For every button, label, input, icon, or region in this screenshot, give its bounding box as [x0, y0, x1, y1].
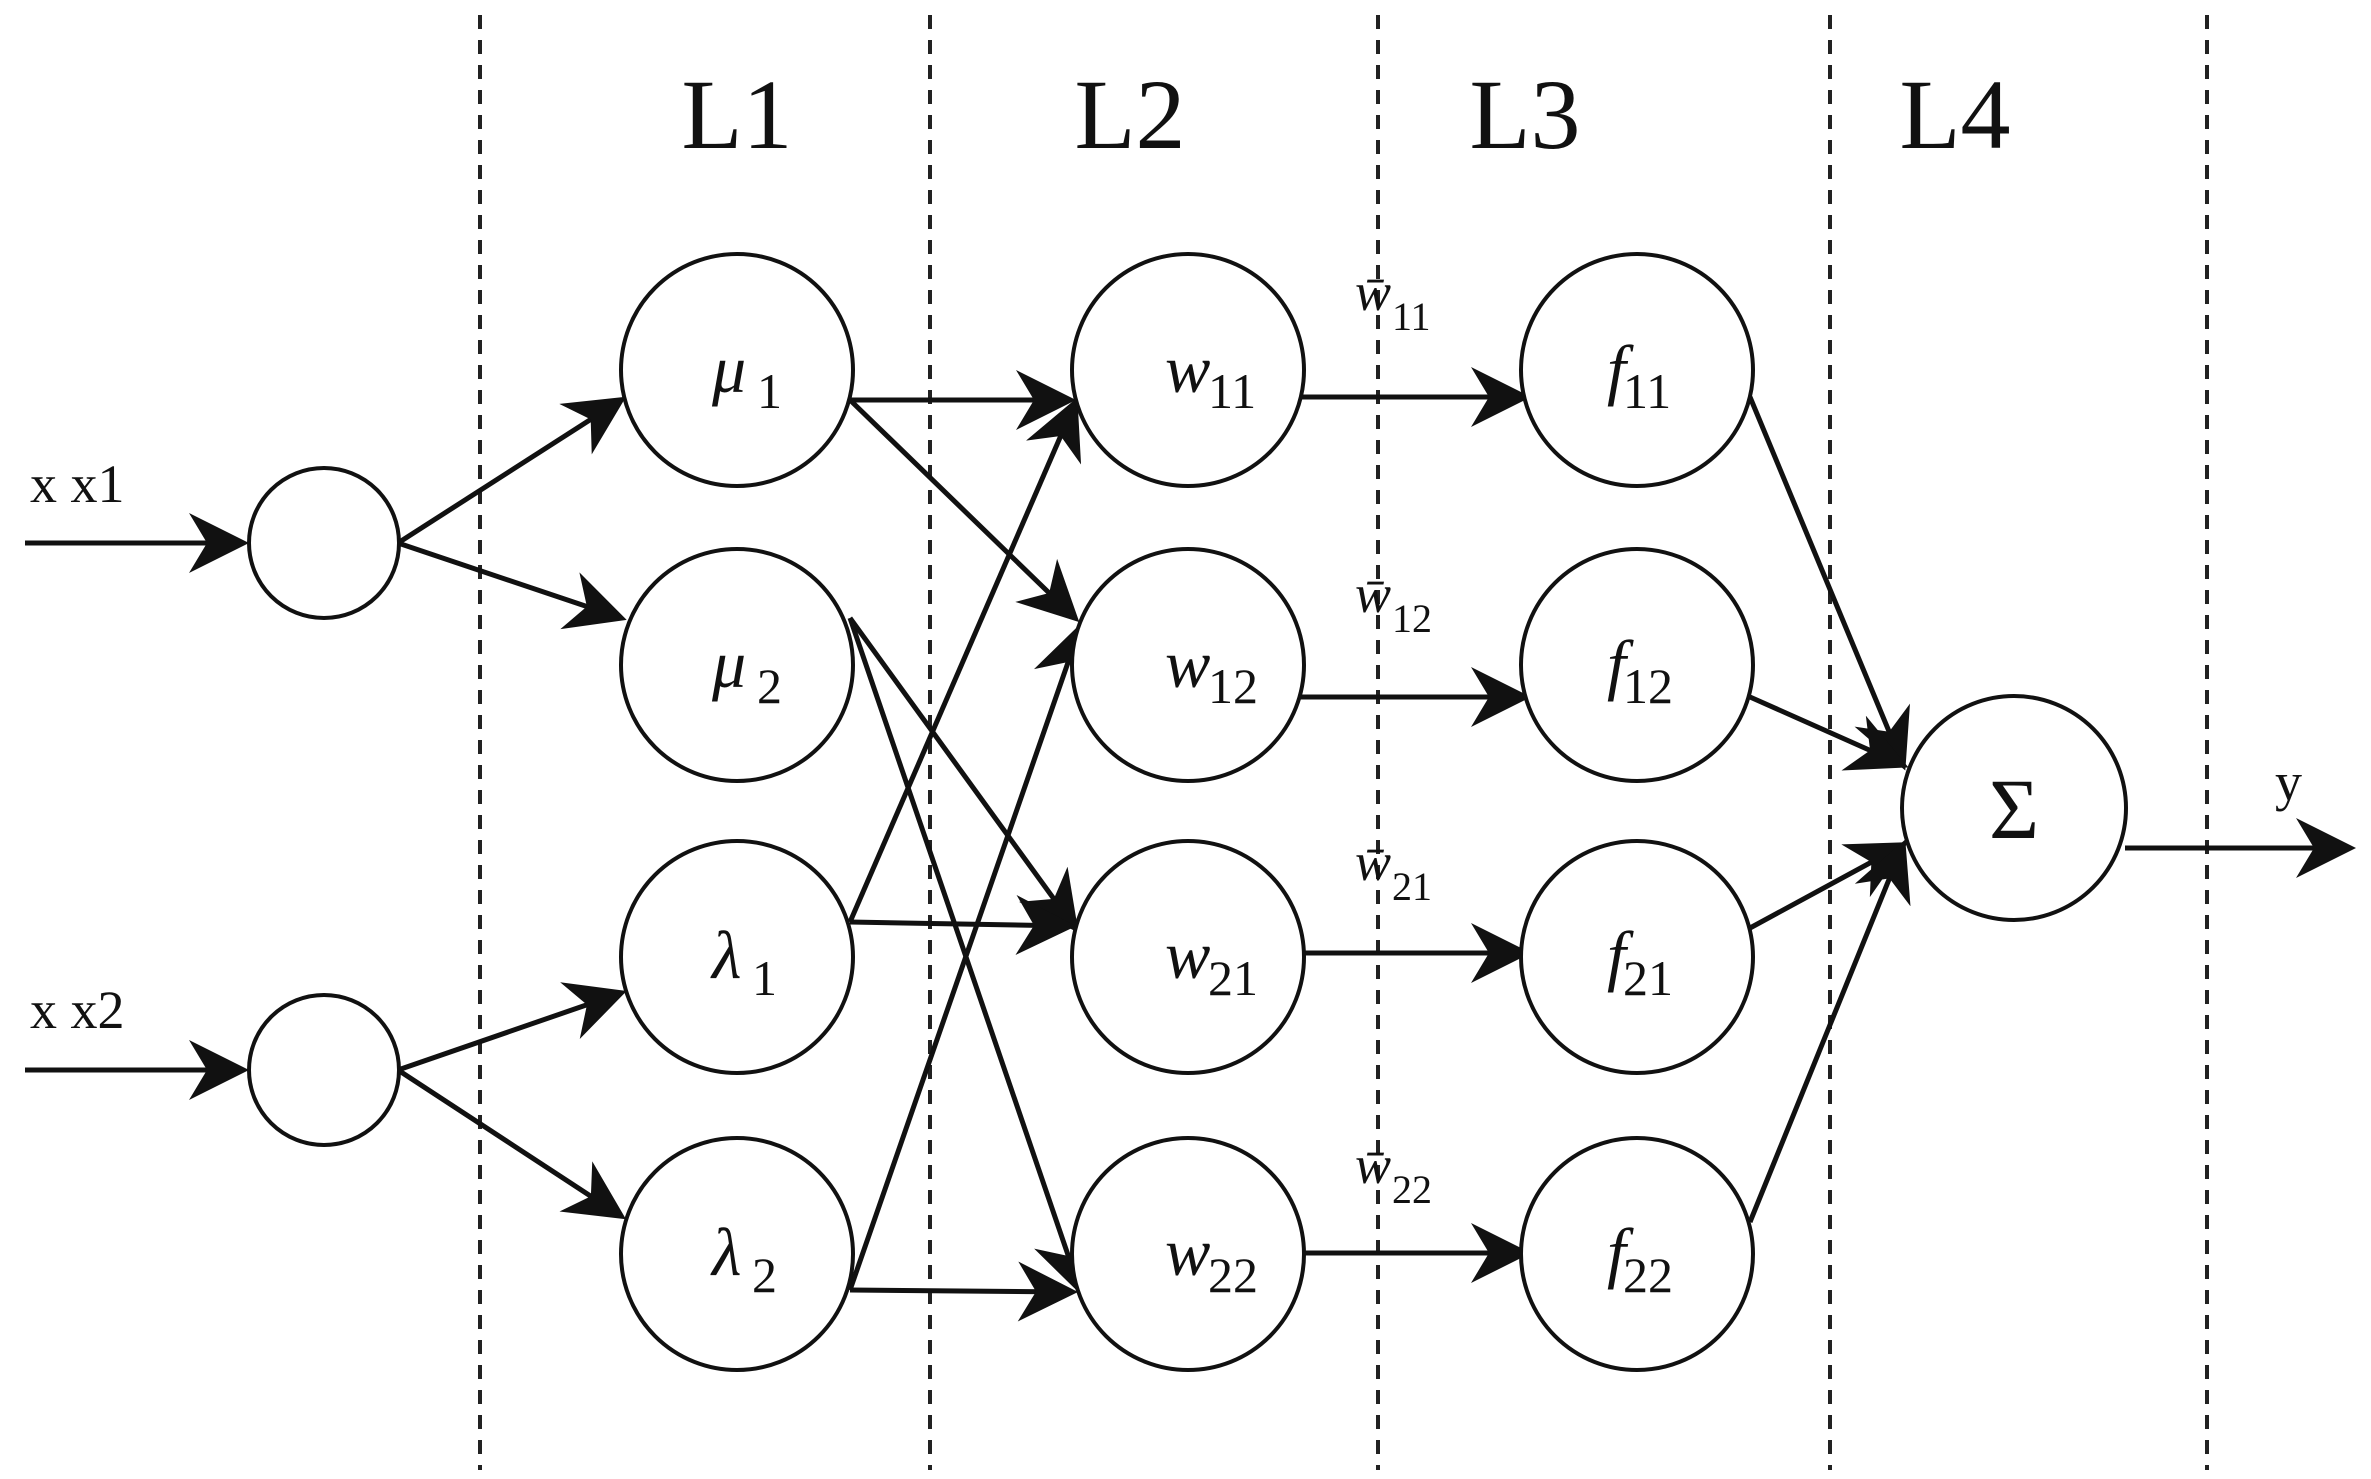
membership-node-lambda2: λ 2: [619, 1136, 855, 1372]
normalized-weight-12: w̄ 12: [1355, 564, 1432, 641]
svg-text:w: w: [1165, 917, 1210, 993]
function-node-f11: f 11: [1519, 252, 1755, 488]
svg-text:22: 22: [1208, 1247, 1258, 1303]
function-node-f21: f 21: [1519, 839, 1755, 1075]
svg-text:w: w: [1165, 626, 1210, 702]
input-node-1: [247, 466, 401, 620]
edge-lambda2-w22: [849, 1261, 1078, 1322]
svg-text:μ: μ: [711, 331, 746, 407]
rule-node-w21: w 21: [1070, 839, 1306, 1075]
svg-text:22: 22: [1623, 1247, 1673, 1303]
svg-text:12: 12: [1392, 596, 1432, 641]
edge-lambda1-w11: [847, 397, 1082, 923]
svg-text:w: w: [1165, 331, 1210, 407]
svg-text:21: 21: [1623, 950, 1673, 1006]
svg-text:w̄: w̄: [1355, 1135, 1391, 1195]
svg-text:2: 2: [757, 658, 782, 714]
svg-text:λ: λ: [710, 1214, 741, 1290]
normalized-weight-22: w̄ 22: [1355, 1135, 1432, 1212]
input-label-1: x x1: [30, 454, 125, 514]
svg-text:2: 2: [752, 1247, 777, 1303]
svg-text:11: 11: [1208, 363, 1256, 419]
membership-node-lambda1: λ 1: [619, 839, 855, 1075]
edge-in2-lambda2: [396, 1067, 627, 1220]
svg-text:w̄: w̄: [1355, 262, 1391, 322]
edge-mu2-w21: [847, 616, 1079, 933]
edge-f21-sum: [1748, 842, 1909, 931]
svg-text:11: 11: [1392, 294, 1431, 339]
normalized-weight-11: w̄ 11: [1355, 262, 1431, 339]
function-node-f22: f 22: [1519, 1136, 1755, 1372]
membership-node-mu2: μ 2: [619, 547, 855, 783]
svg-text:22: 22: [1392, 1167, 1432, 1212]
rule-node-w12: w 12: [1070, 547, 1306, 783]
edge-in2-lambda1: [397, 982, 627, 1073]
svg-text:21: 21: [1392, 864, 1432, 909]
layer-labels: L1 L2 L3 L4: [681, 59, 2010, 170]
input-label-2: x x2: [30, 980, 125, 1040]
layer-label-2: L2: [1074, 59, 1185, 170]
edge-in1-mu1: [396, 396, 627, 546]
edge-f22-sum: [1747, 839, 1911, 1223]
membership-node-mu1: μ 1: [619, 252, 855, 488]
normalized-weight-21: w̄ 21: [1355, 832, 1432, 909]
svg-text:μ: μ: [711, 626, 746, 702]
svg-text:w̄: w̄: [1355, 564, 1391, 624]
svg-text:w: w: [1165, 1214, 1210, 1290]
sum-node: Σ: [1900, 694, 2128, 922]
edge-mu1-w12: [848, 398, 1080, 623]
edges: [25, 367, 2356, 1322]
edge-in1-mu2: [397, 540, 627, 630]
svg-text:12: 12: [1208, 658, 1258, 714]
edge-lambda2-w12: [847, 622, 1091, 1291]
layer-label-1: L1: [681, 59, 792, 170]
svg-text:11: 11: [1623, 363, 1671, 419]
svg-text:12: 12: [1623, 658, 1673, 714]
svg-text:21: 21: [1208, 950, 1258, 1006]
svg-text:λ: λ: [710, 917, 741, 993]
layer-label-4: L4: [1899, 59, 2010, 170]
sigma-symbol: Σ: [1989, 761, 2039, 857]
edge-lambda1-w21: [849, 895, 1076, 956]
rule-node-w22: w 22: [1070, 1136, 1306, 1372]
svg-text:1: 1: [752, 950, 777, 1006]
edge-f12-sum: [1748, 694, 1909, 771]
output-label: y: [2275, 752, 2302, 812]
rule-node-w11: w 11: [1070, 252, 1306, 488]
svg-text:w̄: w̄: [1355, 832, 1391, 892]
svg-text:1: 1: [757, 363, 782, 419]
edge-f11-sum: [1747, 396, 1910, 771]
layer-label-3: L3: [1469, 59, 1580, 170]
input-node-2: [247, 993, 401, 1147]
function-node-f12: f 12: [1519, 547, 1755, 783]
